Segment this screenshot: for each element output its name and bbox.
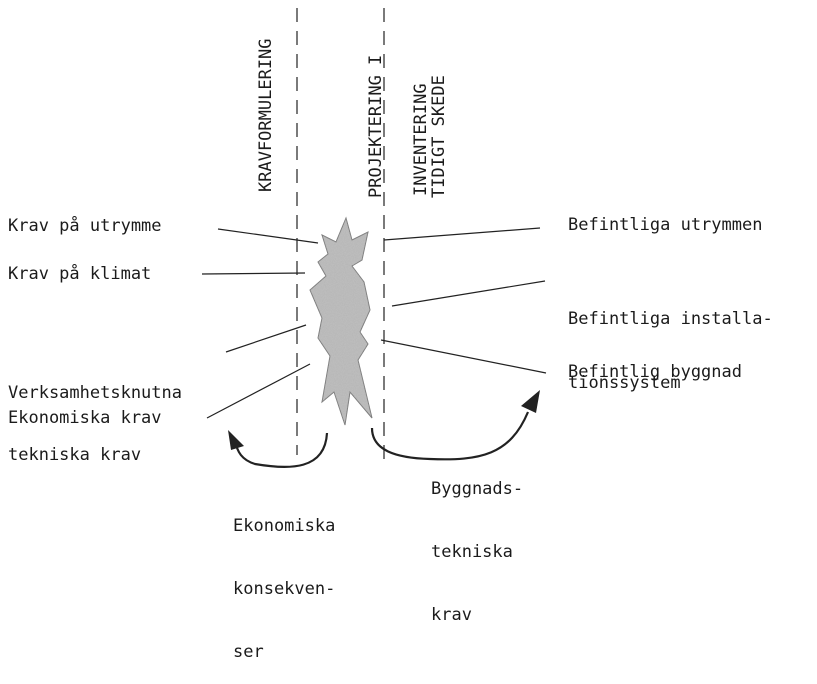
label-byggnadstekniska-krav: Byggnads- tekniska krav [431, 437, 523, 647]
arrow-ekonomiska-konsekvenser [235, 433, 327, 467]
column-header-inventering: INVENTERING [411, 52, 432, 196]
label-ekonomiska-krav: Ekonomiska krav [8, 407, 162, 429]
column-header-kravformulering: KRAVFORMULERING [256, 10, 277, 192]
connector-ekonomiska [207, 364, 310, 418]
label-installation-line1: Befintliga installa- [568, 308, 773, 330]
label-ekonomiska-konsekvenser: Ekonomiska konsekven- ser [233, 474, 335, 684]
column-header-projektering-line1: PROJEKTERING I [366, 10, 387, 198]
column-header-projektering: PROJEKTERING I TIDIGT SKEDE [324, 10, 471, 198]
label-byggnadstekniska-line3: krav [431, 605, 523, 626]
label-befintliga-installationssystem: Befintliga installa- tionssystem [568, 264, 773, 416]
connector-befintliga-installation [392, 281, 545, 306]
label-konsekvenser-line2: konsekven- [233, 579, 335, 600]
project-shape [310, 218, 372, 425]
label-verksamhetsknutna-line1: Verksamhetsknutna [8, 382, 182, 404]
connector-befintlig-byggnad [381, 340, 546, 373]
connector-befintliga-utrymmen [384, 228, 540, 240]
arrow-head-left [228, 430, 244, 450]
label-byggnadstekniska-line1: Byggnads- [431, 479, 523, 500]
label-konsekvenser-line3: ser [233, 642, 335, 663]
label-krav-klimat: Krav på klimat [8, 263, 151, 285]
label-befintlig-byggnad: Befintlig byggnad [568, 361, 742, 383]
connector-utrymme [218, 229, 318, 243]
column-header-projektering-line2: TIDIGT SKEDE [429, 10, 450, 198]
connector-klimat [202, 273, 305, 274]
label-byggnadstekniska-line2: tekniska [431, 542, 523, 563]
label-befintliga-utrymmen: Befintliga utrymmen [568, 214, 762, 236]
label-verksamhetsknutna-line2: tekniska krav [8, 444, 182, 466]
label-konsekvenser-line1: Ekonomiska [233, 516, 335, 537]
arrow-head-right [521, 390, 540, 413]
label-krav-utrymme: Krav på utrymme [8, 215, 162, 237]
connector-verksamhet [226, 325, 306, 352]
